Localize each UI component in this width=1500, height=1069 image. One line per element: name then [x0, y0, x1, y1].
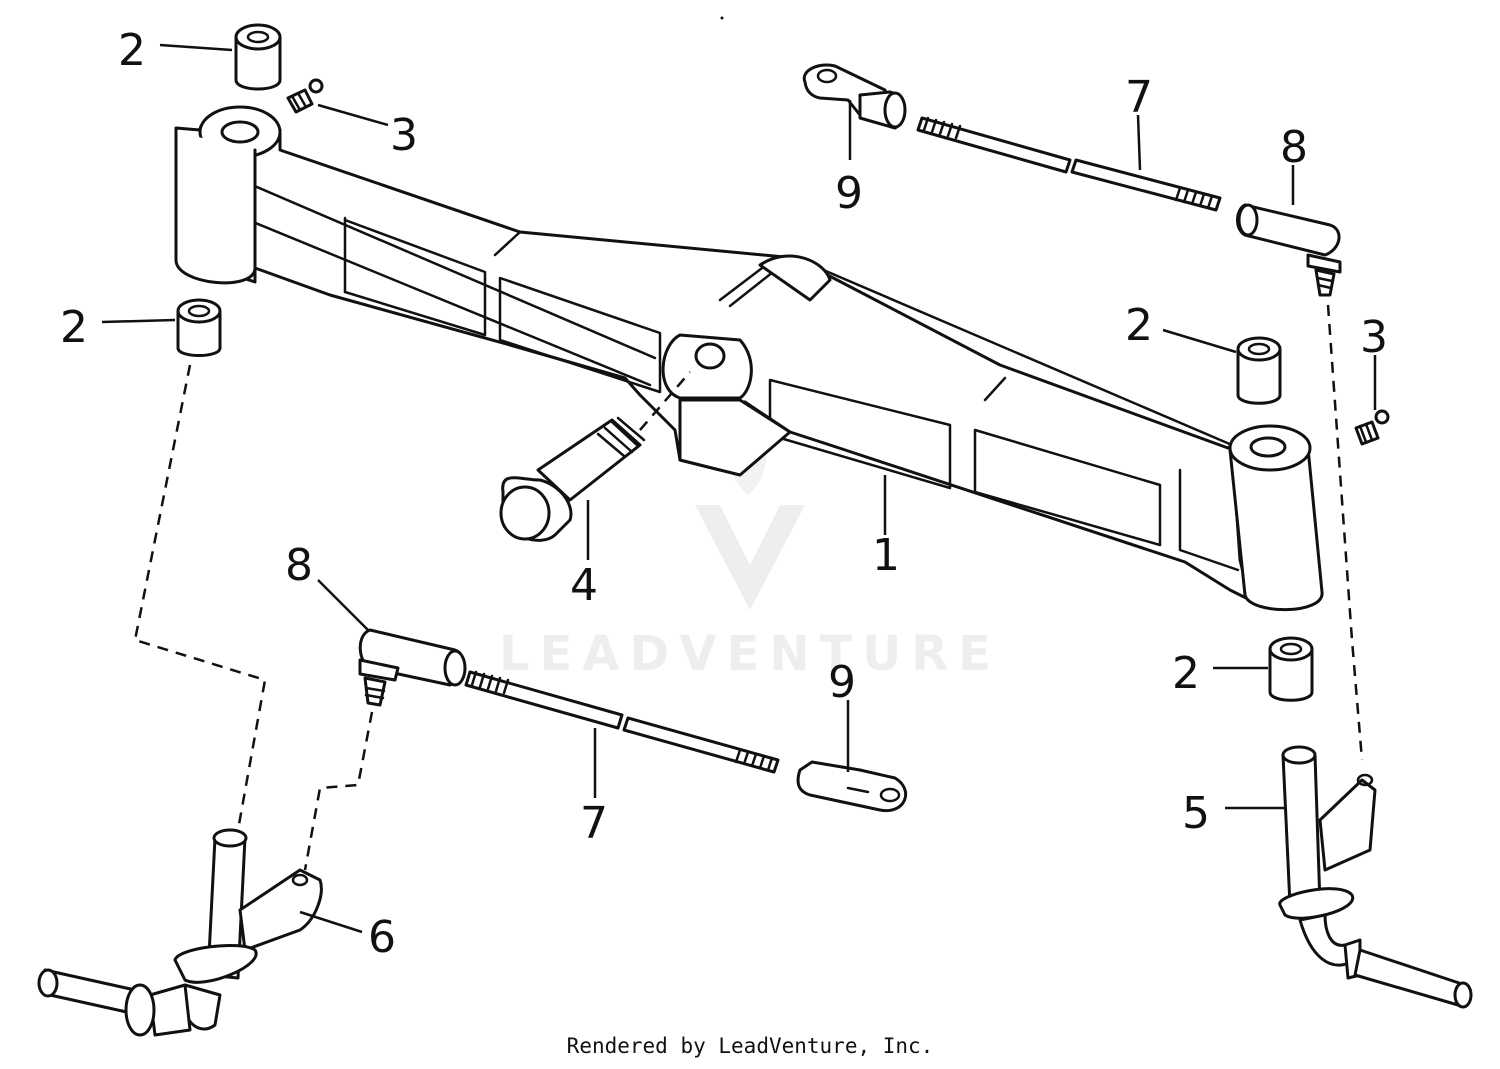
ball-joint-top	[802, 63, 907, 130]
watermark-text: LEADVENTURE	[499, 626, 1001, 682]
callout-numbers: 2 3 2 9 7 8 2 3 4 1 8 2 9 7 5 6	[60, 25, 1388, 963]
callout-9-bottom: 9	[828, 657, 856, 708]
grease-fitting-left	[286, 78, 324, 114]
axle-beam	[174, 105, 1324, 612]
tie-rod-bottom	[464, 670, 780, 774]
render-credit-footer: Rendered by LeadVenture, Inc.	[566, 1034, 934, 1058]
callout-3-right: 3	[1360, 312, 1388, 363]
tie-rod-end-bottom	[358, 628, 467, 707]
pivot-bolt	[499, 371, 691, 542]
tie-rod-end-top	[1236, 203, 1342, 297]
leader-lines	[101, 43, 1377, 934]
callout-6: 6	[368, 912, 396, 963]
callout-2-middle-left: 2	[60, 302, 88, 353]
callout-2-middle-right: 2	[1125, 300, 1153, 351]
callout-8-bottom: 8	[285, 540, 313, 591]
spindle-left	[37, 828, 323, 1037]
leadventure-watermark: LEADVENTURE	[499, 400, 1001, 682]
callout-7-top: 7	[1125, 72, 1153, 123]
tie-rod-top	[916, 116, 1222, 212]
callout-3-left: 3	[390, 110, 418, 161]
bushing-top-left	[234, 23, 282, 91]
assembly-lines	[133, 304, 1364, 871]
stray-dot	[720, 16, 724, 20]
callout-9-top: 9	[835, 168, 863, 219]
grease-fitting-right	[1354, 409, 1390, 446]
spindle-right	[1278, 745, 1473, 1009]
callout-4: 4	[570, 560, 598, 611]
ball-joint-bottom	[796, 760, 908, 813]
watermark-logo-mark	[695, 505, 805, 610]
callout-1: 1	[872, 530, 900, 581]
bushing-middle-right	[1236, 336, 1282, 405]
callout-7-bottom: 7	[580, 798, 608, 849]
callout-2-bottom-right: 2	[1172, 648, 1200, 699]
callout-2-top-left: 2	[118, 25, 146, 76]
callout-8-top: 8	[1280, 122, 1308, 173]
bushing-bottom-right	[1268, 636, 1314, 702]
bushing-middle-left	[176, 298, 222, 357]
callout-5: 5	[1182, 788, 1210, 839]
